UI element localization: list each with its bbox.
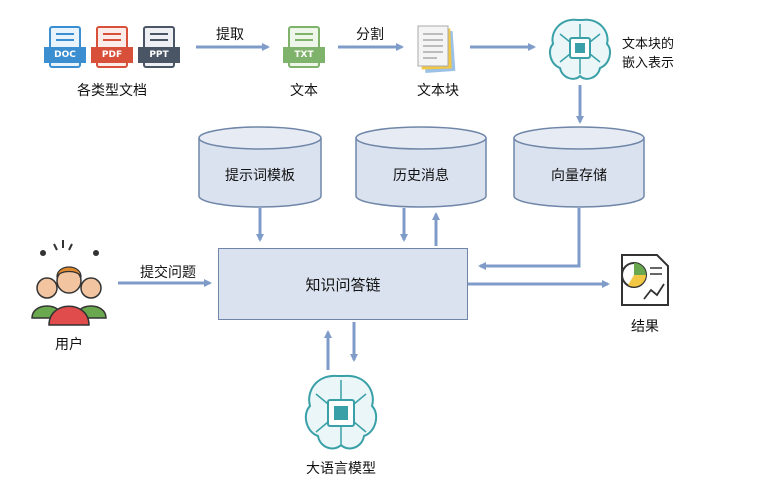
- submit-question-label: 提交问题: [140, 265, 196, 281]
- qa-chain-box: 知识问答链: [218, 248, 468, 320]
- pdf-badge: PDF: [101, 50, 123, 60]
- txt-badge: TXT: [294, 50, 314, 60]
- history-store: [355, 126, 487, 208]
- user-group-icon: [31, 240, 107, 326]
- sources-label: 各类型文档: [77, 83, 147, 99]
- text-label: 文本: [290, 83, 318, 99]
- embedding-label-line1: 文本块的: [622, 37, 675, 52]
- split-label: 分割: [356, 27, 384, 43]
- chunk-label: 文本块: [417, 83, 459, 99]
- llm-brain-icon: [304, 374, 378, 450]
- flow-arrows: [118, 43, 610, 370]
- pdf-icon: [91, 26, 133, 68]
- history-label: 历史消息: [393, 168, 449, 184]
- user-label: 用户: [55, 337, 83, 353]
- extract-label: 提取: [216, 27, 244, 43]
- doc-badge: DOC: [54, 50, 76, 60]
- prompt-template-label: 提示词模板: [225, 168, 295, 184]
- vector-store-label: 向量存储: [551, 168, 607, 184]
- prompt-template-store: [198, 126, 322, 208]
- llm-label: 大语言模型: [306, 461, 376, 477]
- txt-icon: [283, 26, 325, 68]
- doc-icon: [44, 26, 86, 68]
- result-label: 结果: [631, 319, 659, 335]
- ppt-badge: PPT: [149, 50, 169, 60]
- qa-chain-label: 知识问答链: [305, 276, 381, 294]
- embedding-label-line2: 嵌入表示: [622, 56, 675, 71]
- vector-store: [513, 126, 645, 208]
- text-chunks-icon: [417, 25, 456, 73]
- embedding-brain-icon: [548, 18, 612, 80]
- ppt-icon: [138, 26, 180, 68]
- report-icon: [621, 254, 669, 306]
